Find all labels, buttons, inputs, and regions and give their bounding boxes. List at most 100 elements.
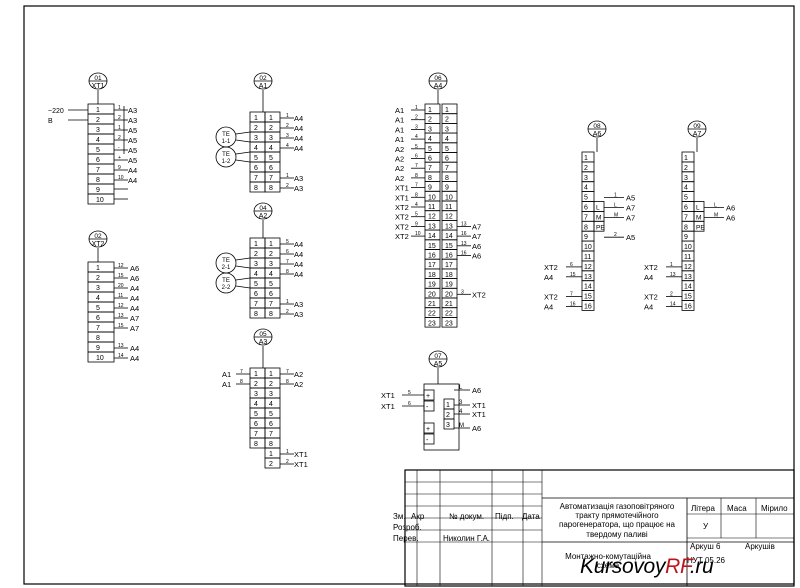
block-a5-input-label: XT1 bbox=[381, 402, 395, 411]
block-a6-wire-target: A5 bbox=[626, 194, 635, 203]
block-a4-input-label: A2 bbox=[395, 145, 404, 154]
block-a2-wire-number: 2 bbox=[286, 309, 289, 315]
block-a7-wire-target: A6 bbox=[726, 204, 735, 213]
block-a1-right-number: 7 bbox=[269, 175, 273, 182]
block-a6-terminal bbox=[581, 300, 595, 311]
block-a4-right-number: 22 bbox=[445, 311, 453, 318]
block-a4-left-number: 1 bbox=[428, 107, 432, 114]
block-a3-right-number: 8 bbox=[269, 441, 273, 448]
stamp-sheets-label: Аркушів bbox=[745, 542, 775, 551]
block-a3-right-number: 3 bbox=[269, 391, 273, 398]
block-a1-wire-number: 2 bbox=[286, 123, 289, 129]
xt1-terminal-number: 4 bbox=[96, 137, 100, 144]
block-a2-wire-number: 1 bbox=[286, 299, 289, 305]
xt1-wire-target: A4 bbox=[128, 166, 137, 175]
block-a5-number: 07 bbox=[434, 353, 442, 360]
watermark: KursovoyRF.ru bbox=[580, 555, 714, 579]
block-a4-wire-number: 13 bbox=[461, 221, 467, 227]
title-block-frame bbox=[404, 469, 795, 587]
block-a4-input-label: A2 bbox=[395, 164, 404, 173]
block-a1-left-number: 8 bbox=[254, 185, 258, 192]
block-a1-wire-target: A3 bbox=[294, 184, 303, 193]
stamp-col-zm: Зм. bbox=[393, 512, 406, 521]
block-a6-wire-number: 1 bbox=[614, 193, 617, 199]
block-a6-terminal-number: 10 bbox=[584, 244, 592, 251]
block-a3-left-number: 3 bbox=[254, 391, 258, 398]
block-a4-input-label: XT2 bbox=[395, 203, 409, 212]
xt2-terminal bbox=[87, 281, 115, 293]
block-a2-wire-target: A3 bbox=[294, 300, 303, 309]
xt1-terminal bbox=[87, 163, 115, 175]
block-a1-number: 02 bbox=[259, 75, 267, 82]
block-a4-left-cell bbox=[424, 316, 441, 328]
block-a2-sensor-symbol bbox=[215, 272, 237, 294]
stamp-role-checker: Перев. bbox=[393, 534, 419, 543]
block-a4-wire-number: 16 bbox=[461, 251, 467, 257]
block-a6-wire-number: 7 bbox=[570, 292, 573, 298]
block-a4-right-number: 8 bbox=[445, 175, 449, 182]
xt1-wire-number: 2 bbox=[118, 135, 121, 141]
block-a4-left-number: 21 bbox=[428, 301, 436, 308]
xt1-terminal-number: 6 bbox=[96, 157, 100, 164]
block-a2-right-number: 8 bbox=[269, 311, 273, 318]
block-a1-wire-target: A3 bbox=[294, 174, 303, 183]
block-a2-wire-number: 8 bbox=[286, 269, 289, 275]
block-a1-wire-target: A4 bbox=[294, 124, 303, 133]
block-a6-terminal-number: 6 bbox=[584, 205, 588, 212]
block-a1-sensor-wire bbox=[235, 139, 251, 143]
block-a4-wire-number: 5 bbox=[415, 212, 418, 218]
xt1-terminal-number: 7 bbox=[96, 167, 100, 174]
block-a7-terminal-number: 16 bbox=[684, 304, 692, 311]
block-a1-code: A1 bbox=[259, 83, 268, 90]
block-a4-left-number: 18 bbox=[428, 272, 436, 279]
xt2-wire-number: 15 bbox=[118, 273, 124, 279]
block-a7-terminal-number: 14 bbox=[684, 284, 692, 291]
block-a1-right-number: 3 bbox=[269, 135, 273, 142]
block-a6-input-label: A4 bbox=[544, 273, 553, 282]
block-a2-wire-target: A4 bbox=[294, 270, 303, 279]
xt1-terminal bbox=[87, 183, 115, 195]
block-a4-wire-target: A7 bbox=[472, 232, 481, 241]
block-a1-sensor-wire bbox=[235, 131, 251, 135]
block-a5-input-label: XT1 bbox=[381, 391, 395, 400]
block-a1-left-number: 5 bbox=[254, 155, 258, 162]
xt1-wire-target: A3 bbox=[128, 116, 137, 125]
block-a7-terminal-number: 3 bbox=[684, 175, 688, 182]
xt1-terminal-number: 1 bbox=[96, 107, 100, 114]
block-a6-terminal-number: 2 bbox=[584, 165, 588, 172]
block-a2-left-number: 1 bbox=[254, 241, 258, 248]
block-a4-left-number: 19 bbox=[428, 282, 436, 289]
block-a4-wire-number: 7 bbox=[415, 183, 418, 189]
xt2-wire-target: A7 bbox=[130, 324, 139, 333]
block-a5-wire-number: 6 bbox=[408, 401, 411, 407]
block-a1-wire-target: A4 bbox=[294, 114, 303, 123]
block-a1-wire-number: 1 bbox=[286, 173, 289, 179]
xt1-input-label: ~220 bbox=[48, 108, 64, 115]
xt2-wire-number: 12 bbox=[118, 263, 124, 269]
block-a7-tag-label: M bbox=[696, 214, 701, 221]
stamp-col-date: Дата bbox=[522, 512, 540, 521]
block-a7-terminal-number: 10 bbox=[684, 244, 692, 251]
block-a3-right-number: 4 bbox=[269, 401, 273, 408]
block-a6-tag-label: PE bbox=[596, 224, 605, 231]
block-a3-wire-number: 7 bbox=[240, 369, 243, 375]
xt2-terminal bbox=[87, 261, 115, 273]
block-a6-tag-label: M bbox=[596, 214, 601, 221]
block-a2-right-number: 2 bbox=[269, 251, 273, 258]
xt2-terminal-number: 10 bbox=[96, 355, 104, 362]
block-a2-right-number: 7 bbox=[269, 301, 273, 308]
block-a4-left-number: 20 bbox=[428, 291, 436, 298]
block-a5-wire-number: 3 bbox=[459, 400, 463, 406]
block-a7-terminal bbox=[681, 300, 695, 311]
block-a4-input-label: XT2 bbox=[395, 222, 409, 231]
block-a4-wire-target: A6 bbox=[472, 252, 481, 261]
xt2-wire-number: 15 bbox=[118, 323, 124, 329]
block-a4-wire-number: 2 bbox=[415, 115, 418, 121]
block-a4-right-number: 7 bbox=[445, 165, 449, 172]
block-a1-wire-number: 2 bbox=[286, 183, 289, 189]
block-a5-contact bbox=[423, 422, 435, 434]
block-a6-input-label: XT2 bbox=[544, 293, 558, 302]
block-a3-left-number: 6 bbox=[254, 421, 258, 428]
block-a5-wire-number: 5 bbox=[408, 390, 411, 396]
